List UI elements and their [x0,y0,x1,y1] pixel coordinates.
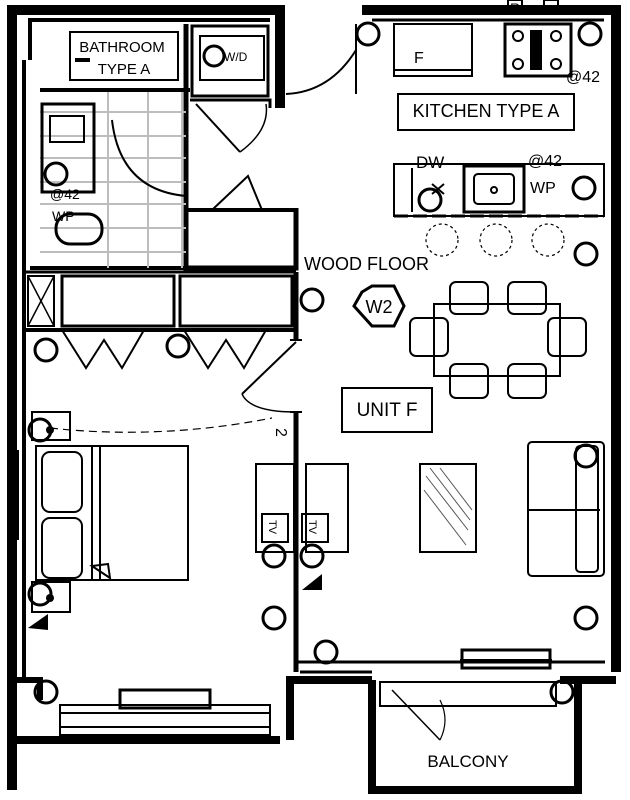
electrical-fixtures [27,21,603,705]
bath-wp-label: WP [52,208,75,224]
wall-type-tag [352,284,406,328]
switch-markers [28,426,322,630]
floor-label: WOOD FLOOR [304,254,429,274]
balcony-label: BALCONY [427,752,508,771]
bath-height-label: @42 [50,186,80,202]
washer-dryer-label: W/D [224,50,248,64]
unit-label-box [341,387,433,433]
bathroom-label-line2: TYPE A [98,61,151,78]
fridge-label: F [414,50,424,67]
interior-walls [24,24,302,672]
range-label: R [510,0,520,16]
living-furniture [255,441,605,577]
dishwasher-label: DW [416,153,444,172]
tv-label-2: TV [306,520,318,535]
tv-label-1: TV [266,520,278,535]
bedroom-furniture [17,329,297,613]
wp-label: WP [530,180,556,197]
wall-tag-label: W2 [366,297,393,317]
sink-height-label: @42 [528,153,562,170]
kitchen-label: KITCHEN TYPE A [413,101,560,121]
dining-set [409,281,587,399]
bathroom [40,31,187,268]
exterior-walls [7,5,621,794]
washer-dryer [190,24,357,211]
door-mark: 2 [272,428,289,437]
range-height-label: @42 [566,69,600,86]
unit-label: UNIT F [357,400,418,421]
kitchen [393,0,605,257]
bathroom-label-line1: BATHROOM [79,39,165,56]
